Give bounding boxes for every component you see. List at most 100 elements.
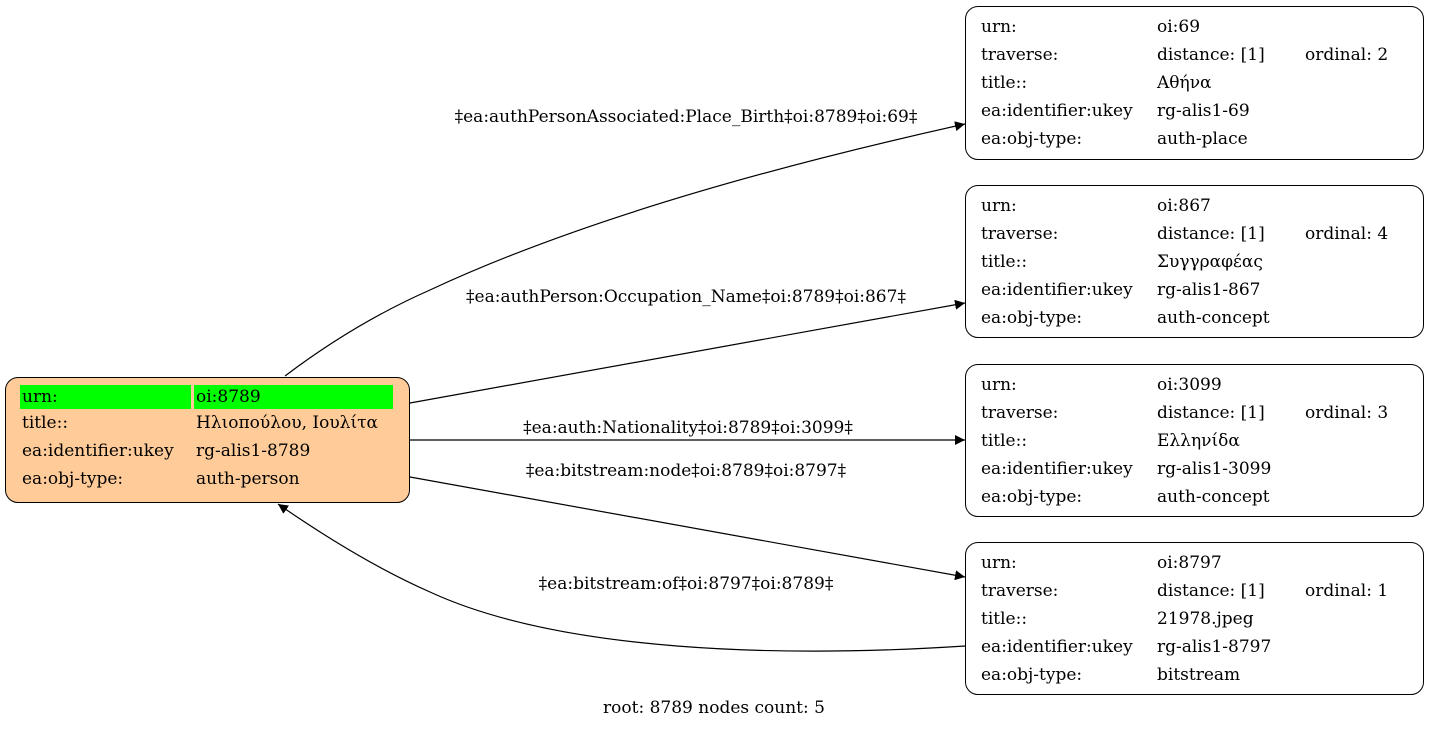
urn-row: urn: oi:69 [979, 13, 1391, 41]
empty-cell [1303, 455, 1391, 483]
title-row: title:: Ελληνίδα [979, 427, 1391, 455]
traverse-row: traverse: distance: [1] ordinal: 2 [979, 41, 1391, 69]
type-row: ea:obj-type: bitstream [979, 661, 1391, 689]
root-ukey-key: ea:identifier:ukey [22, 441, 174, 461]
root-urn-key: urn: [20, 385, 191, 409]
title-key: title:: [981, 252, 1028, 272]
urn-key: urn: [981, 375, 1017, 395]
urn-row: urn: oi:8797 [979, 549, 1391, 577]
title-value: 21978.jpeg [1157, 609, 1254, 629]
node-oi-8797[interactable]: urn: oi:8797 traverse: distance: [1] ord… [965, 542, 1424, 695]
empty-cell [1303, 248, 1391, 276]
title-row: title:: 21978.jpeg [979, 605, 1391, 633]
urn-key: urn: [981, 553, 1017, 573]
type-row: ea:obj-type: auth-concept [979, 483, 1391, 511]
distance-value: distance: [1] [1157, 45, 1265, 65]
empty-cell [1303, 605, 1391, 633]
ukey-key: ea:identifier:ukey [981, 459, 1133, 479]
urn-value: oi:8797 [1157, 553, 1222, 573]
traverse-key: traverse: [981, 45, 1059, 65]
edge-line-bitstream-node [409, 476, 966, 581]
ordinal-value: ordinal: 4 [1305, 224, 1389, 244]
title-value: Συγγραφέας [1157, 252, 1263, 272]
distance-value: distance: [1] [1157, 403, 1265, 423]
node-oi-867[interactable]: urn: oi:867 traverse: distance: [1] ordi… [965, 185, 1424, 338]
title-key: title:: [981, 73, 1028, 93]
node-table: urn: oi:867 traverse: distance: [1] ordi… [976, 192, 1394, 332]
empty-cell [1303, 13, 1391, 41]
empty-cell [1303, 549, 1391, 577]
edge-line-occupation [409, 299, 966, 404]
ukey-row: ea:identifier:ukey rg-alis1-8797 [979, 633, 1391, 661]
type-row: ea:obj-type: auth-concept [979, 304, 1391, 332]
ukey-key: ea:identifier:ukey [981, 637, 1133, 657]
ukey-value: rg-alis1-69 [1157, 101, 1250, 121]
distance-value: distance: [1] [1157, 581, 1265, 601]
distance-value: distance: [1] [1157, 224, 1265, 244]
node-table: urn: oi:3099 traverse: distance: [1] ord… [976, 371, 1394, 511]
type-value: auth-place [1157, 129, 1248, 149]
root-type-value: auth-person [196, 469, 300, 489]
ukey-row: ea:identifier:ukey rg-alis1-3099 [979, 455, 1391, 483]
edge-label-place-birth: ‡ea:authPersonAssociated:Place_Birth‡oi:… [454, 107, 918, 127]
urn-value: oi:3099 [1157, 375, 1222, 395]
title-value: Ελληνίδα [1157, 431, 1240, 451]
node-table: urn: oi:8797 traverse: distance: [1] ord… [976, 549, 1394, 689]
edge-label-bitstream-node: ‡ea:bitstream:node‡oi:8789‡oi:8797‡ [525, 461, 847, 481]
type-value: auth-concept [1157, 308, 1270, 328]
urn-value: oi:867 [1157, 196, 1211, 216]
empty-cell [1303, 633, 1391, 661]
root-type-key: ea:obj-type: [22, 469, 124, 489]
traverse-row: traverse: distance: [1] ordinal: 3 [979, 399, 1391, 427]
root-title-row: title:: Ηλιοπούλου, Ιουλίτα [20, 409, 393, 437]
title-key: title:: [981, 609, 1028, 629]
type-key: ea:obj-type: [981, 129, 1083, 149]
type-key: ea:obj-type: [981, 308, 1083, 328]
traverse-key: traverse: [981, 403, 1059, 423]
root-node-table: urn: oi:8789 title:: Ηλιοπούλου, Ιουλίτα… [17, 385, 396, 493]
title-row: title:: Συγγραφέας [979, 248, 1391, 276]
root-urn-value: oi:8789 [194, 385, 393, 409]
empty-cell [1303, 125, 1391, 153]
root-urn-row: urn: oi:8789 [20, 385, 393, 409]
root-node[interactable]: urn: oi:8789 title:: Ηλιοπούλου, Ιουλίτα… [5, 377, 410, 503]
ukey-key: ea:identifier:ukey [981, 280, 1133, 300]
edge-line-bitstream-of [277, 503, 966, 652]
root-title-key: title:: [22, 413, 69, 433]
ukey-key: ea:identifier:ukey [981, 101, 1133, 121]
empty-cell [1303, 371, 1391, 399]
ukey-value: rg-alis1-3099 [1157, 459, 1272, 479]
ordinal-value: ordinal: 2 [1305, 45, 1389, 65]
type-key: ea:obj-type: [981, 665, 1083, 685]
edge-label-occupation: ‡ea:authPerson:Occupation_Name‡oi:8789‡o… [466, 287, 906, 307]
ordinal-value: ordinal: 3 [1305, 403, 1389, 423]
urn-row: urn: oi:3099 [979, 371, 1391, 399]
root-ukey-row: ea:identifier:ukey rg-alis1-8789 [20, 437, 393, 465]
ukey-value: rg-alis1-8797 [1157, 637, 1272, 657]
graph-footer: root: 8789 nodes count: 5 [603, 698, 825, 718]
ukey-value: rg-alis1-867 [1157, 280, 1261, 300]
node-oi-69[interactable]: urn: oi:69 traverse: distance: [1] ordin… [965, 6, 1424, 160]
edge-line-place-birth [284, 121, 966, 377]
node-oi-3099[interactable]: urn: oi:3099 traverse: distance: [1] ord… [965, 364, 1424, 517]
ukey-row: ea:identifier:ukey rg-alis1-867 [979, 276, 1391, 304]
empty-cell [1303, 661, 1391, 689]
ukey-row: ea:identifier:ukey rg-alis1-69 [979, 97, 1391, 125]
urn-key: urn: [981, 17, 1017, 37]
urn-row: urn: oi:867 [979, 192, 1391, 220]
empty-cell [1303, 427, 1391, 455]
empty-cell [1303, 97, 1391, 125]
ordinal-value: ordinal: 1 [1305, 581, 1389, 601]
empty-cell [1303, 69, 1391, 97]
edge-label-bitstream-of: ‡ea:bitstream:of‡oi:8797‡oi:8789‡ [538, 574, 834, 594]
title-row: title:: Αθήνα [979, 69, 1391, 97]
type-key: ea:obj-type: [981, 487, 1083, 507]
empty-cell [1303, 483, 1391, 511]
root-title-value: Ηλιοπούλου, Ιουλίτα [196, 413, 379, 433]
edge-label-nationality: ‡ea:auth:Nationality‡oi:8789‡oi:3099‡ [523, 418, 853, 438]
traverse-key: traverse: [981, 581, 1059, 601]
empty-cell [1303, 276, 1391, 304]
traverse-row: traverse: distance: [1] ordinal: 1 [979, 577, 1391, 605]
